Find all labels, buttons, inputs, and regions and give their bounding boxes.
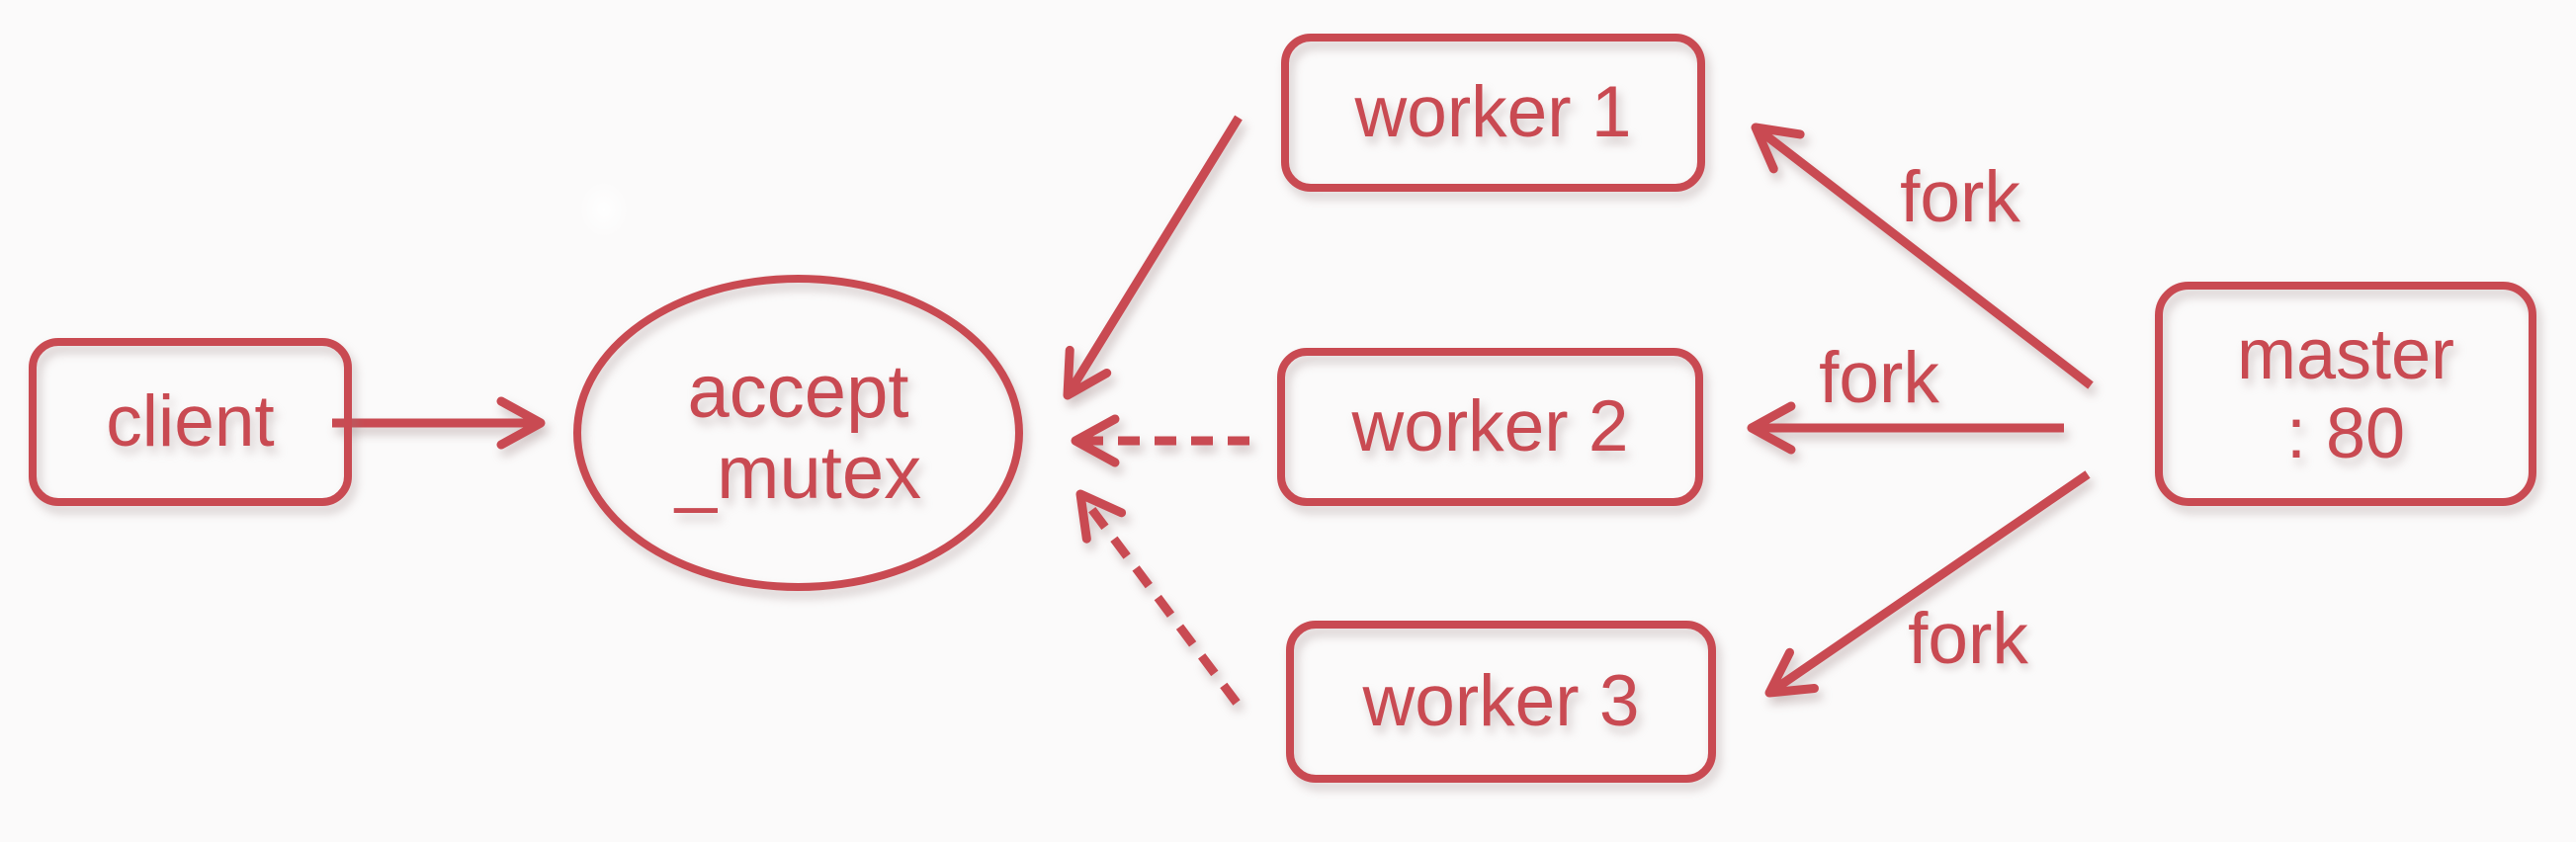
node-worker-2: worker 2	[1277, 348, 1703, 506]
arrow-worker3-to-mutex	[1075, 489, 1241, 706]
node-worker-3: worker 3	[1286, 621, 1716, 783]
edge-label-fork-worker1: fork	[1900, 157, 2020, 237]
arrow-worker1-to-mutex	[1063, 115, 1243, 400]
node-worker-1-label: worker 1	[1354, 72, 1632, 152]
node-worker-3-label: worker 3	[1362, 661, 1640, 741]
node-master-80: master : 80	[2155, 282, 2536, 506]
node-accept-mutex-line2: _mutex	[674, 431, 922, 515]
edge-label-fork-worker2: fork	[1819, 338, 1939, 418]
node-master-line1: master	[2236, 314, 2455, 394]
node-client: client	[29, 338, 352, 506]
background-highlight-smudge	[578, 180, 630, 239]
arrow-master-fork-worker1	[1751, 123, 2094, 389]
node-accept-mutex-line1: accept	[687, 350, 909, 434]
node-worker-2-label: worker 2	[1351, 386, 1629, 466]
node-client-label: client	[106, 381, 275, 462]
node-master-line2: : 80	[2285, 393, 2406, 473]
node-accept-mutex: accept _mutex	[573, 275, 1023, 591]
arrow-master-fork-worker3	[1764, 470, 2091, 698]
edge-label-fork-worker3: fork	[1908, 599, 2028, 679]
node-worker-1: worker 1	[1281, 34, 1705, 192]
